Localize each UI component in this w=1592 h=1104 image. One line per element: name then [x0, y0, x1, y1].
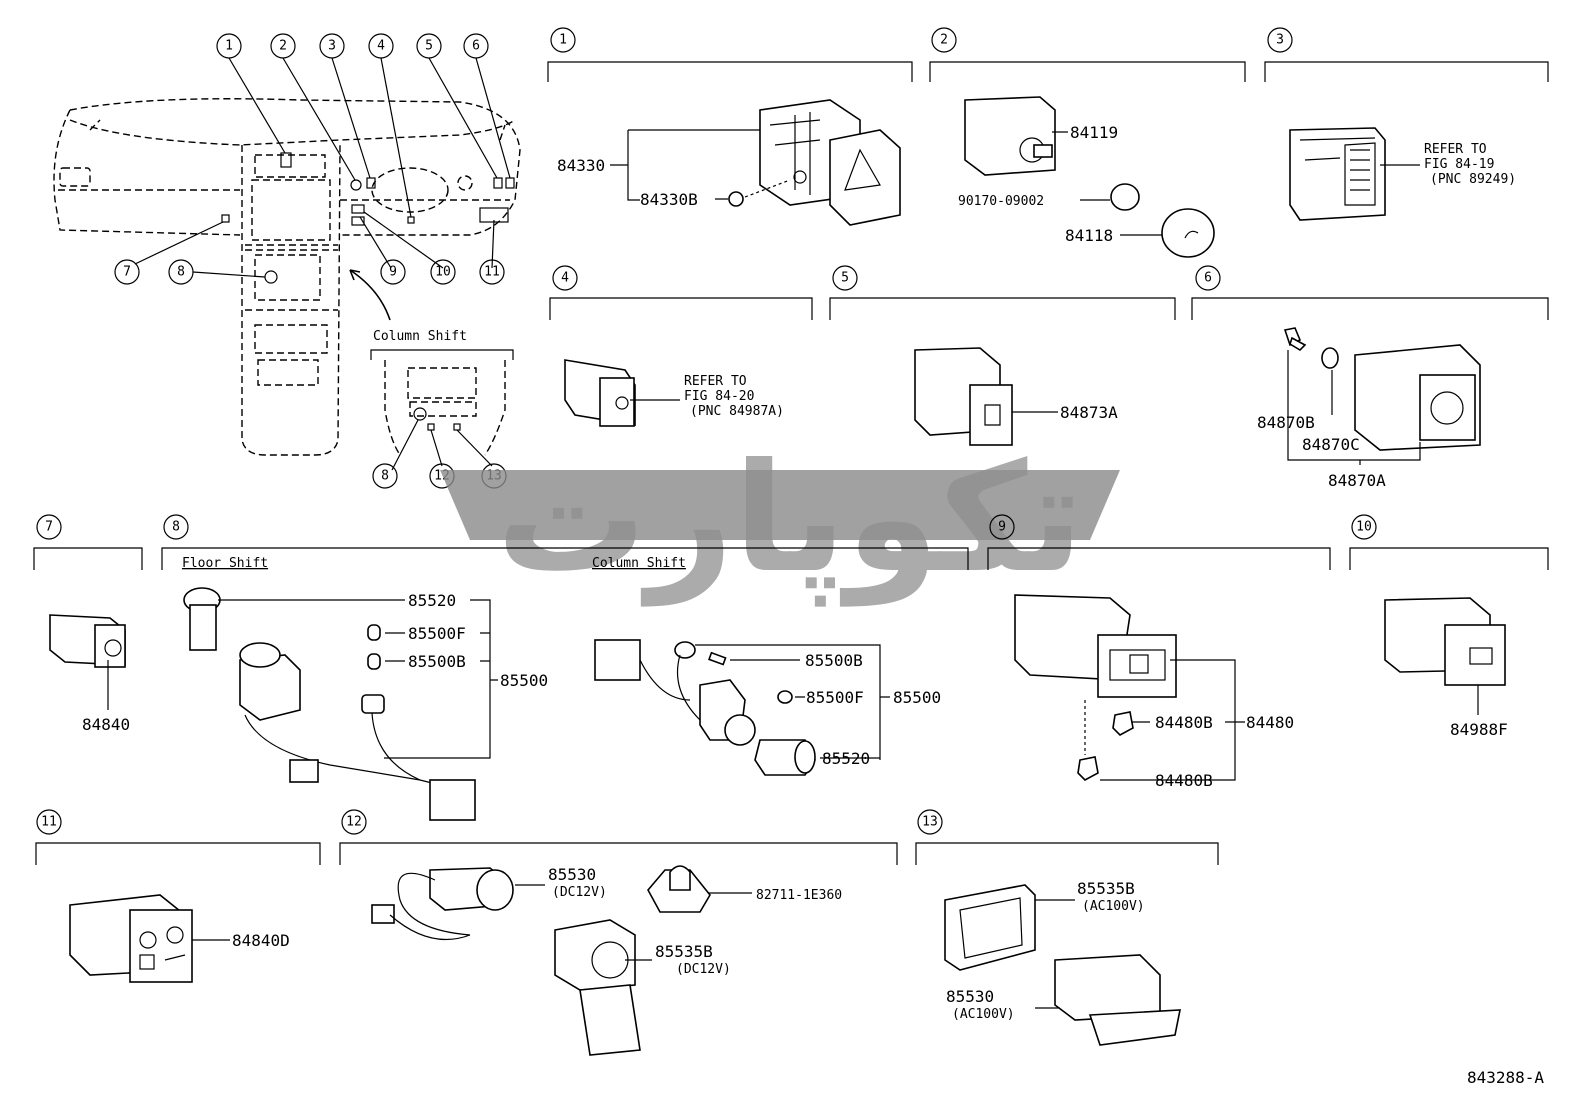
svg-text:(AC100V): (AC100V)	[1082, 899, 1145, 914]
svg-text:84840D: 84840D	[232, 931, 290, 950]
svg-text:85500: 85500	[893, 688, 941, 707]
svg-text:84480B: 84480B	[1155, 713, 1213, 732]
svg-text:12: 12	[346, 815, 362, 830]
svg-text:84870B: 84870B	[1257, 413, 1315, 432]
section-13: 13 85535B (AC100V) 85530 (AC100V)	[915, 809, 1219, 1046]
svg-text:4: 4	[377, 39, 385, 54]
drawing-number: 843288-A	[1467, 1068, 1544, 1087]
svg-text:85530: 85530	[548, 865, 596, 884]
svg-text:85535B: 85535B	[1077, 879, 1135, 898]
svg-text:Column Shift: Column Shift	[373, 329, 467, 344]
svg-text:85500F: 85500F	[408, 624, 466, 643]
svg-text:90170-09002: 90170-09002	[958, 194, 1044, 209]
svg-text:REFER TO: REFER TO	[684, 374, 747, 389]
svg-text:3: 3	[1276, 33, 1284, 48]
section-2: 2 84119 90170-09002 84118	[929, 27, 1246, 258]
svg-text:85520: 85520	[822, 749, 870, 768]
svg-text:3: 3	[328, 39, 336, 54]
section-4: 4 REFER TO FIG 84-20 (PNC 84987A)	[549, 265, 813, 427]
svg-text:2: 2	[279, 39, 287, 54]
svg-text:2: 2	[940, 33, 948, 48]
svg-text:85520: 85520	[408, 591, 456, 610]
svg-text:8: 8	[177, 265, 185, 280]
section-1: 1 84330 84330B	[547, 27, 913, 226]
svg-text:6: 6	[472, 39, 480, 54]
section-12: 12 85530 (DC12V) 82711-1E360 85535B (DC1…	[339, 809, 898, 1056]
svg-text:11: 11	[484, 265, 500, 280]
section-9: 9 84480B 84480 84480B	[987, 514, 1331, 790]
svg-text:85530: 85530	[946, 987, 994, 1006]
svg-text:84873A: 84873A	[1060, 403, 1118, 422]
svg-text:4: 4	[561, 271, 569, 286]
dashboard-overview: 1 2 3 4 5 6 7 8 9 10 11	[53, 33, 521, 456]
svg-text:10: 10	[435, 265, 451, 280]
svg-text:1: 1	[225, 39, 233, 54]
svg-text:FIG 84-20: FIG 84-20	[684, 389, 754, 404]
svg-text:REFER TO: REFER TO	[1424, 142, 1487, 157]
svg-text:FIG 84-19: FIG 84-19	[1424, 157, 1494, 172]
section-6: 6 84870B 84870C 84870A	[1191, 265, 1549, 490]
svg-text:84119: 84119	[1070, 123, 1118, 142]
section-8: 8 Floor Shift Column Shift 85520 85500F …	[161, 514, 969, 821]
svg-text:84118: 84118	[1065, 226, 1113, 245]
svg-text:7: 7	[45, 520, 53, 535]
svg-text:85500B: 85500B	[408, 652, 466, 671]
section-11: 11 84840D	[35, 809, 321, 983]
svg-text:(DC12V): (DC12V)	[552, 885, 607, 900]
svg-text:13: 13	[922, 815, 938, 830]
svg-text:5: 5	[425, 39, 433, 54]
section-10: 10 84988F	[1349, 514, 1549, 739]
svg-text:8: 8	[172, 520, 180, 535]
svg-text:10: 10	[1356, 520, 1372, 535]
svg-text:(PNC 89249): (PNC 89249)	[1430, 172, 1516, 187]
section-3: 3 REFER TO FIG 84-19 (PNC 89249)	[1264, 27, 1549, 221]
svg-text:84988F: 84988F	[1450, 720, 1508, 739]
svg-text:(AC100V): (AC100V)	[952, 1007, 1015, 1022]
svg-text:84870A: 84870A	[1328, 471, 1386, 490]
svg-text:Column Shift: Column Shift	[592, 556, 686, 571]
svg-text:84840: 84840	[82, 715, 130, 734]
section-7: 7 84840	[33, 514, 143, 734]
svg-text:85535B: 85535B	[655, 942, 713, 961]
svg-text:8: 8	[381, 469, 389, 484]
svg-text:(DC12V): (DC12V)	[676, 962, 731, 977]
svg-text:84330: 84330	[557, 156, 605, 175]
svg-text:(PNC 84987A): (PNC 84987A)	[690, 404, 784, 419]
svg-text:6: 6	[1204, 271, 1212, 286]
svg-text:11: 11	[41, 815, 57, 830]
svg-text:85500B: 85500B	[805, 651, 863, 670]
column-shift-inset: Column Shift 8 12 13	[370, 329, 514, 489]
svg-text:85500: 85500	[500, 671, 548, 690]
svg-text:Floor Shift: Floor Shift	[182, 556, 268, 571]
svg-text:1: 1	[559, 33, 567, 48]
watermark: تکوپارت	[440, 432, 1120, 607]
svg-text:82711-1E360: 82711-1E360	[756, 888, 842, 903]
section-5: 5 84873A	[829, 265, 1176, 446]
svg-text:84480: 84480	[1246, 713, 1294, 732]
svg-text:85500F: 85500F	[806, 688, 864, 707]
svg-text:84480B: 84480B	[1155, 771, 1213, 790]
svg-text:5: 5	[841, 271, 849, 286]
svg-text:تکوپارت: تکوپارت	[496, 432, 1083, 607]
svg-text:7: 7	[123, 265, 131, 280]
overview-callouts: 1 2 3 4 5 6 7 8 9 10 11	[114, 33, 505, 285]
svg-text:9: 9	[998, 520, 1006, 535]
svg-text:9: 9	[389, 265, 397, 280]
svg-text:84330B: 84330B	[640, 190, 698, 209]
svg-text:84870C: 84870C	[1302, 435, 1360, 454]
